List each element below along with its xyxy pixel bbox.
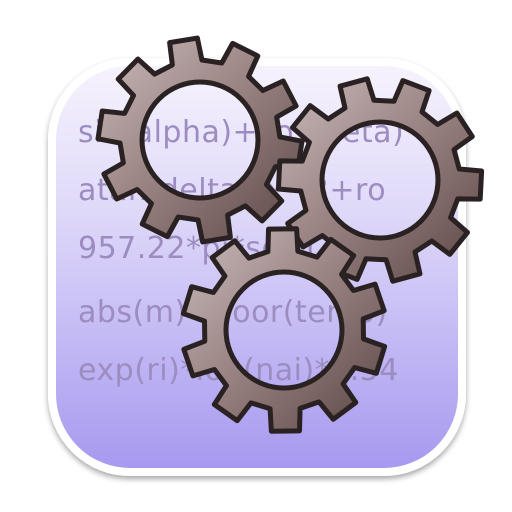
gear-icon [275, 76, 485, 284]
gear-icon [180, 226, 388, 434]
gears-group [95, 35, 485, 434]
gear-icon [95, 35, 305, 245]
